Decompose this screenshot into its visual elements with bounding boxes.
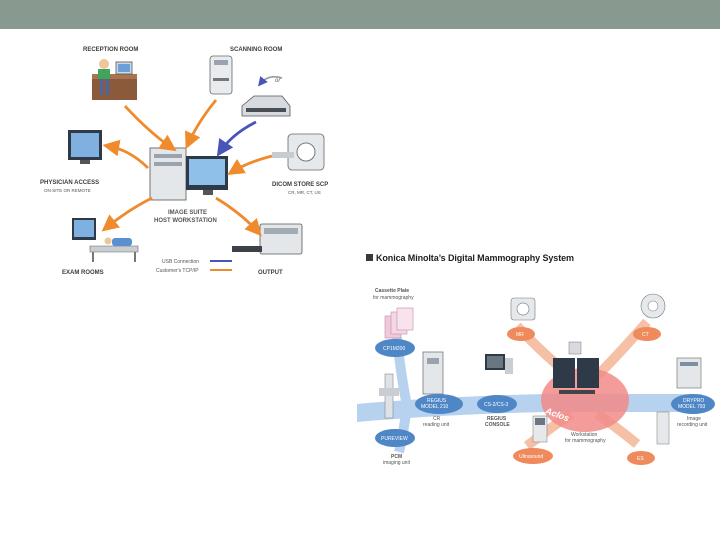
cr-reading-label-line1: CR <box>433 416 441 422</box>
output-label: OUTPUT <box>258 270 283 276</box>
mammography-title: Konica Minolta’s Digital Mammography Sys… <box>366 249 666 263</box>
legend-usb-swatch <box>210 260 232 262</box>
dicom-to-host-arrow <box>227 154 273 175</box>
host-to-output-arrow <box>215 196 262 237</box>
dicom-store-sublabel: CR, MR, CT, US <box>288 190 321 195</box>
host-workstation-label-line2: HOST WORKSTATION <box>154 218 217 224</box>
regius-node-label-line2: MODEL 210 <box>421 404 449 410</box>
pcm-node-label: PUREVIEW <box>381 436 408 442</box>
mr-scanner-icon <box>510 297 536 321</box>
pcm-label-line1: PCM <box>391 454 402 460</box>
legend-tcp-swatch <box>210 269 232 271</box>
ct-node <box>633 327 661 341</box>
workstation-label-line2: for mammography <box>565 438 606 444</box>
mammography-system-diagram: Cassette Plate for mammography CP1M200 R… <box>357 276 720 486</box>
pcm-label-line2: imaging unit <box>383 460 411 466</box>
host-to-physician-arrow <box>102 139 149 169</box>
ultrasound-cart-icon <box>532 415 548 443</box>
ct-scanner-icon <box>272 133 325 171</box>
exam-rooms-label: EXAM ROOMS <box>62 270 104 276</box>
host-workstation-icon <box>149 147 228 201</box>
drypro-printer-icon <box>676 357 702 389</box>
drypro-node-label-line1: DRYPRO <box>683 398 704 404</box>
drypro-node-label-line2: MODEL 793 <box>678 404 706 410</box>
ultrasound-node <box>513 448 553 464</box>
reception-desk-icon <box>92 59 137 100</box>
console-label-line1: REGIUS <box>487 416 507 422</box>
scanner-choice-arrow <box>257 76 283 87</box>
image-recording-label-line1: Image <box>687 416 701 422</box>
console-node <box>477 395 517 413</box>
reception-to-host-arrow <box>123 105 177 152</box>
image-recording-label-line2: recording unit <box>677 422 708 428</box>
scanner-to-host-arrow <box>184 99 218 150</box>
regius-node <box>415 394 463 414</box>
cassette-plate-label-line2: for mammography <box>373 295 414 301</box>
cassette-plate-icon <box>384 307 414 339</box>
reception-room-label: RECEPTION ROOM <box>83 47 138 53</box>
flatbed-scanner-icon <box>241 95 291 117</box>
pcm-node <box>375 429 415 447</box>
console-label-line2: CONSOLE <box>485 422 510 428</box>
es-node-label: ES <box>637 456 644 462</box>
mammography-workstation-icon <box>553 341 599 394</box>
legend-tcp-label: Customer's TCP/IP <box>156 268 199 274</box>
legend-usb-label: USB Connection <box>162 259 199 265</box>
console-node-label: CS-2/CS-3 <box>484 402 508 408</box>
image-suite-network-diagram: RECEPTION ROOM SCANNING ROOM or PHYSICIA… <box>20 38 345 288</box>
ultrasound-node-label: Ultrasound <box>519 454 543 460</box>
host-to-exam-arrow <box>101 196 153 232</box>
regius-reader-icon <box>422 351 444 395</box>
console-pc-icon <box>485 354 513 374</box>
mr-node <box>507 327 535 341</box>
mammography-title-text: Konica Minolta’s Digital Mammography Sys… <box>376 252 574 263</box>
drypro-node <box>671 394 715 414</box>
scanner-tower-icon <box>209 55 233 95</box>
scanning-room-label: SCANNING ROOM <box>230 47 282 53</box>
physician-access-sublabel: ON-SITE OR REMOTE <box>44 188 91 193</box>
cr-reading-label-line2: reading unit <box>423 422 450 428</box>
regius-node-label-line1: REGIUS <box>427 398 447 404</box>
printer-icon <box>232 223 303 255</box>
workstation-label-line1: Workstation <box>571 432 598 438</box>
es-node <box>627 451 655 465</box>
mammography-system-svg: Cassette Plate for mammography CP1M200 R… <box>357 288 715 466</box>
left-legend: USB Connection Customer's TCP/IP <box>156 259 232 274</box>
exam-bed-icon <box>72 218 139 262</box>
mr-node-label: MR <box>516 332 524 338</box>
title-bullet-square <box>366 254 373 262</box>
usb-scanner-to-host-arrow <box>216 120 257 157</box>
slide-top-bar <box>0 0 720 29</box>
physician-access-label: PHYSICIAN ACCESS <box>40 180 99 186</box>
ct-gantry-icon <box>640 293 666 319</box>
dicom-store-label: DICOM STORE SCP <box>272 182 328 188</box>
cr-node <box>375 339 415 357</box>
es-unit-icon <box>656 411 670 445</box>
ct-node-label: CT <box>642 332 649 338</box>
cassette-plate-label-line1: Cassette Plate <box>375 288 409 294</box>
pcm-mammography-unit-icon <box>379 373 399 419</box>
or-label: or <box>275 78 281 84</box>
cr-node-label: CP1M200 <box>383 346 405 352</box>
image-suite-network-svg: RECEPTION ROOM SCANNING ROOM or PHYSICIA… <box>40 47 328 276</box>
physician-monitor-icon <box>68 130 102 164</box>
host-workstation-label-line1: IMAGE SUITE <box>168 210 207 216</box>
